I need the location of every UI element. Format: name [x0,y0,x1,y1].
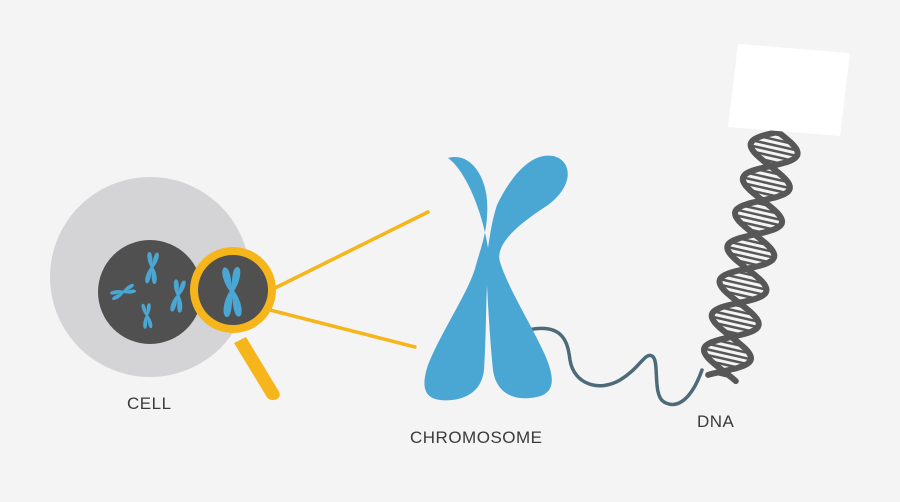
chromosome-icon [424,155,568,401]
dna-base-pair [707,342,750,355]
dna-base-pair [742,204,779,215]
dna-base-pair [735,213,781,227]
dna-base-pair [711,315,759,329]
small-chromosome [145,251,159,285]
dna-base-pair [719,277,767,291]
dna-base-pair [714,321,753,333]
dna-base-pair [736,208,783,222]
dna-base-pair [705,353,748,366]
magnifying-glass-icon [190,247,280,401]
dna-base-pair [725,273,764,285]
dna-base-pair [743,182,787,195]
dna-strand-2 [705,129,801,378]
white-panel [728,44,850,136]
dna-base-pair [742,176,791,190]
zoom-lines [268,210,430,349]
cell-icon [50,177,250,377]
dna-base-pair [703,347,752,361]
small-chromosome [170,279,186,313]
dna-base-pair [713,310,759,323]
dna-base-pair [753,150,792,162]
zoom-line-upper [273,210,430,290]
dna-base-pair [720,283,765,296]
chromosome-label: CHROMOSOME [410,428,543,447]
zoom-line-lower [268,308,417,349]
dna-base-pair [747,171,789,184]
dna-thread [526,326,704,407]
small-chromosome [110,283,136,300]
cell-label: CELL [127,394,172,413]
small-chromosome [141,303,153,329]
dna-base-pair [727,245,775,259]
magnifier-handle [234,337,280,401]
magnified-chromosome [222,267,242,317]
dna-base-pair [752,139,798,152]
nucleus-chromosomes [110,251,186,329]
dna-base-pair [730,240,774,254]
dna-label: DNA [697,412,735,431]
cell-nucleus [98,240,202,344]
dna-base-pair [729,251,770,264]
dna-base-pair [739,220,775,231]
dna-helix-icon [700,129,801,385]
dna-base-pair [750,144,798,158]
